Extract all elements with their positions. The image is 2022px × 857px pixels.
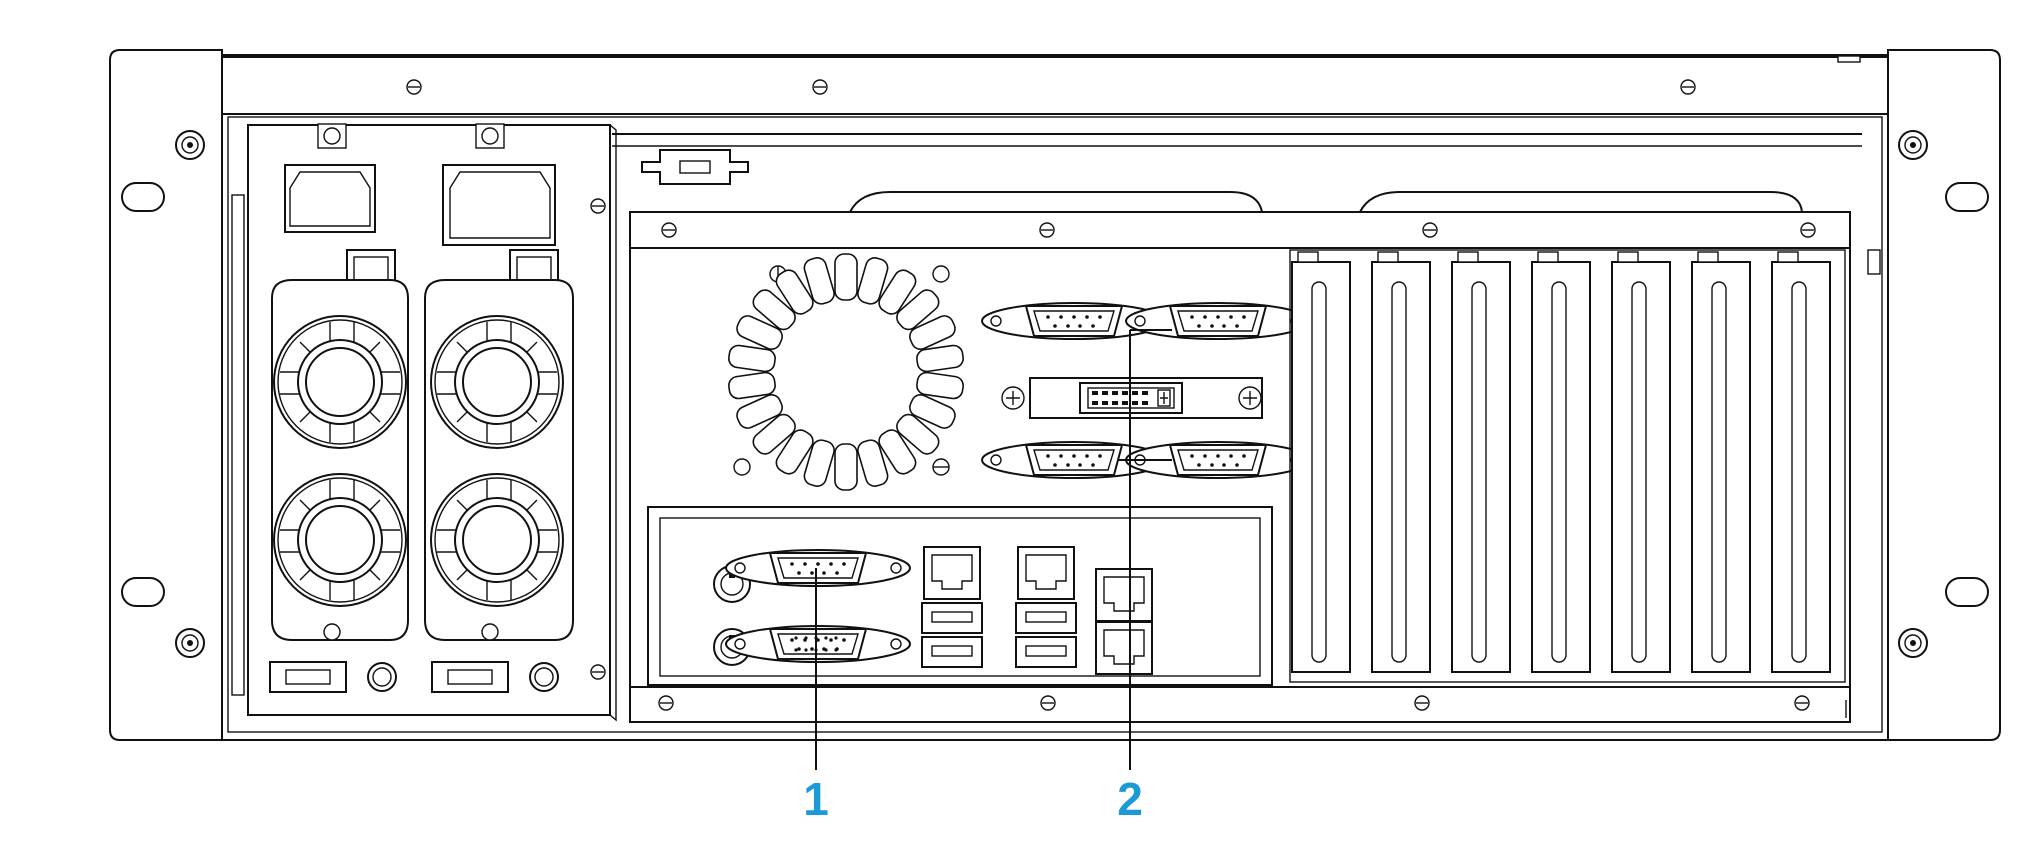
vent-slot — [896, 289, 940, 331]
vent-slot — [752, 289, 796, 331]
vent-slot — [752, 413, 796, 455]
vent-slot — [736, 315, 783, 350]
vent-slot — [803, 257, 835, 305]
vent-slot — [878, 269, 917, 315]
vent-slot — [728, 371, 776, 400]
expansion-slot-covers — [1289, 249, 1846, 683]
callout-2: 2 — [1117, 329, 1172, 825]
callout-label-1: 1 — [803, 773, 829, 825]
vent-slot — [834, 253, 858, 301]
vent-slot — [728, 344, 776, 373]
vent-slot — [878, 429, 917, 475]
vent-slot — [857, 257, 889, 305]
callout-1: 1 — [803, 568, 829, 825]
vent-slot — [803, 439, 835, 487]
psu-module-left — [269, 123, 409, 693]
io-shield — [647, 506, 1273, 686]
vent-slot — [736, 394, 783, 429]
vent-slot — [909, 315, 956, 350]
psu-module-right — [424, 123, 574, 693]
vent-slot — [834, 443, 858, 491]
vga-port — [725, 625, 911, 663]
vent-slot — [896, 413, 940, 455]
vent-slot — [916, 344, 964, 373]
vent-slot — [909, 394, 956, 429]
vent-slot — [857, 439, 889, 487]
callout-label-2: 2 — [1117, 773, 1143, 825]
vent-grille — [728, 253, 964, 491]
vent-slot — [775, 429, 814, 475]
rack-ear-left — [109, 49, 223, 741]
vent-slot — [916, 371, 964, 400]
internal-fan-housings — [641, 149, 1803, 213]
vent-slot — [775, 269, 814, 315]
dvi-port — [1001, 377, 1263, 419]
rack-ear-right — [1887, 49, 2001, 741]
